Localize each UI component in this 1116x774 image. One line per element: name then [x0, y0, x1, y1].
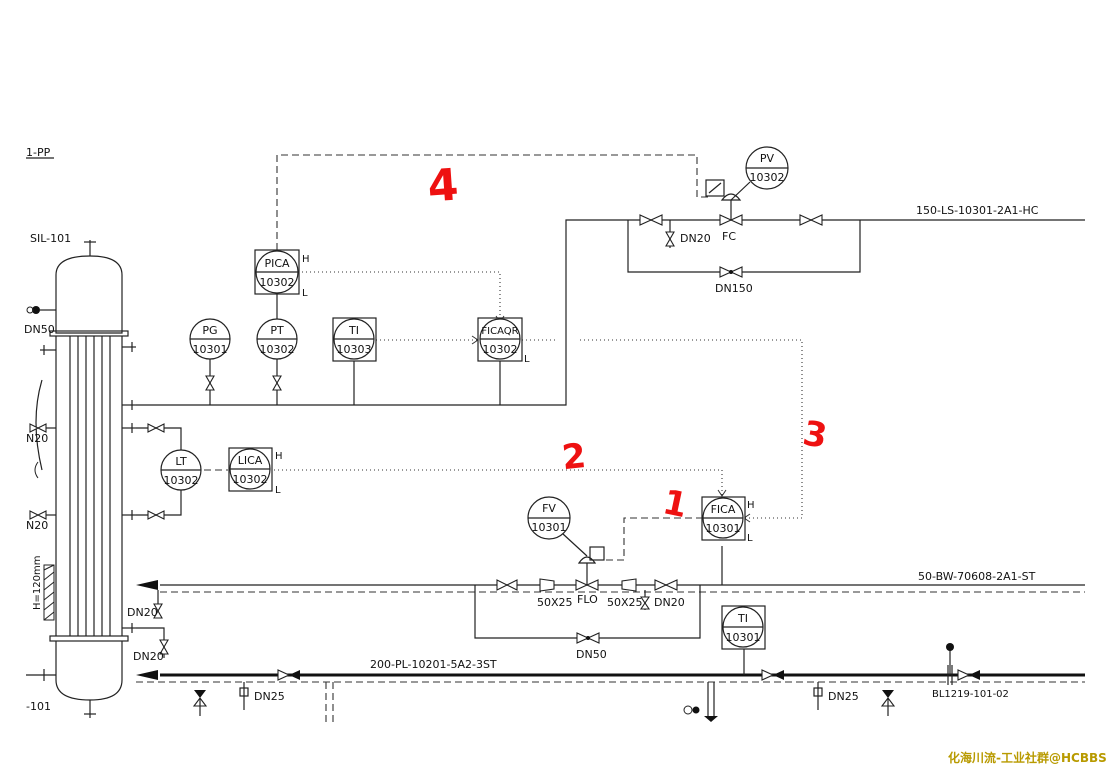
instrument-number: 10301 [532, 521, 567, 534]
fc-label: FC [722, 230, 736, 243]
instrument-tag: LT [175, 455, 187, 468]
alarm-low: L [275, 485, 281, 496]
alarm-low: L [302, 288, 308, 299]
annotation-1: 1 [659, 482, 690, 526]
n20-label-a: N20 [26, 432, 48, 445]
dn20-left-label-1: DN20 [127, 606, 158, 619]
dn50-left-label: DN50 [24, 323, 55, 336]
steam-control-station: DN20 FC DN150 150-LS-10301-2A1-HC [627, 179, 1085, 295]
dn20-left-label-2: DN20 [133, 650, 164, 663]
alarm-high: H [275, 451, 283, 462]
alarm-low: L [747, 533, 753, 544]
instrument-ti-10301: TI 10301 [721, 605, 766, 650]
instrument-number: 10302 [750, 171, 785, 184]
instrument-lt-10302: LT 10302 [160, 449, 202, 491]
instrument-tag: PG [202, 324, 217, 337]
instrument-number: 10302 [260, 276, 295, 289]
bw-line-label: 50-BW-70608-2A1-ST [918, 570, 1036, 583]
instrument-fv-10301: FV 10301 [527, 496, 588, 557]
dn25-label-a: DN25 [254, 690, 285, 703]
reducer-2-label: 50X25 [607, 596, 643, 609]
instrument-lica-10302: LICA 10302 H L [228, 447, 283, 496]
reducer-1-label: 50X25 [537, 596, 573, 609]
instrument-tag: TI [737, 612, 748, 625]
instrument-fica-10301: FICA 10301 H L [701, 496, 755, 544]
instrument-tag: PT [270, 324, 284, 337]
dn20-top-label: DN20 [680, 232, 711, 245]
dn50-bypass-label: DN50 [576, 648, 607, 661]
instrument-number: 10302 [164, 474, 199, 487]
instrument-tag: LICA [238, 454, 263, 467]
dn20-bw-label: DN20 [654, 596, 685, 609]
dn25-label-b: DN25 [828, 690, 859, 703]
bl-tag-label: BL1219-101-02 [932, 689, 1009, 700]
instrument-tag: FICAQR [481, 326, 518, 337]
instrument-pt-10302: PT 10302 [256, 294, 298, 360]
annotation-2: 2 [560, 436, 588, 478]
column-tag: SIL-101 [30, 232, 71, 245]
annotation-4: 4 [426, 159, 460, 212]
pl-line-label: 200-PL-10201-5A2-3ST [370, 658, 497, 671]
instrument-pica-10302: PICA 10302 H L [254, 249, 310, 299]
annotation-3: 3 [800, 413, 830, 457]
instrument-tag: FV [542, 502, 556, 515]
alarm-low: L [524, 354, 530, 365]
instrument-tag: PV [760, 152, 775, 165]
instrument-tag: TI [348, 324, 359, 337]
watermark: 化海川流-工业社群@HCBBS [948, 750, 1107, 765]
instrument-pv-10302: PV 10302 [730, 146, 789, 201]
instrument-number: 10302 [233, 473, 268, 486]
alarm-high: H [302, 254, 310, 265]
instrument-number: 10302 [260, 343, 295, 356]
flo-label: FLO [577, 593, 598, 606]
dn150-label: DN150 [715, 282, 753, 295]
bw-line: 50X25 FLO 50X25 DN20 DN50 DN20 DN20 50-B… [127, 546, 1085, 663]
n20-label-b: N20 [26, 519, 48, 532]
instrument-number: 10302 [483, 343, 518, 356]
vapor-line [136, 219, 640, 406]
alarm-high: H [747, 500, 755, 511]
instrument-number: 10303 [337, 343, 372, 356]
drawing-ref-top: 1-PP [26, 146, 51, 159]
instrument-tag: PICA [264, 257, 290, 270]
pl-line: DN25 DN25 200-PL-10201-5A2-3ST BL1219-10… [26, 643, 1085, 722]
column-sil-101: SIL-101 1-PP DN50 N20 N20 H=120mm -101 [24, 146, 136, 718]
instrument-ficaqr-10302: FICAQR 10302 L [477, 317, 530, 365]
instrument-number: 10301 [726, 631, 761, 644]
instrument-tag: FICA [711, 503, 736, 516]
instrument-pg-10301: PG 10301 [189, 318, 231, 360]
drawing-ref-bottom: -101 [26, 700, 51, 713]
instrument-number: 10301 [706, 522, 741, 535]
steam-line-label: 150-LS-10301-2A1-HC [916, 204, 1039, 217]
height-label: H=120mm [32, 556, 43, 610]
instrument-number: 10301 [193, 343, 228, 356]
instrument-ti-10303: TI 10303 [332, 317, 377, 362]
